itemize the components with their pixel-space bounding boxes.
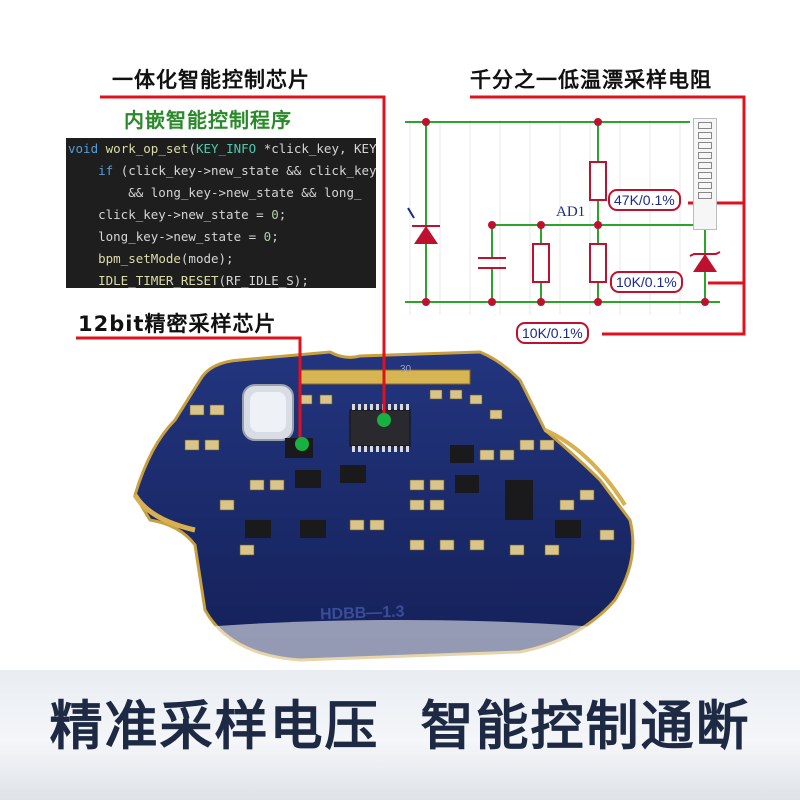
banner-right-text: 智能控制通断: [420, 696, 751, 757]
pcb-board: HDBB—1.3 30: [132, 350, 635, 662]
banner-left-text: 精准采样电压: [49, 696, 380, 757]
main-control-ic: [349, 404, 411, 452]
smd-components: [184, 389, 615, 556]
resistor-value-right: 10K/0.1%: [610, 271, 683, 293]
code-line: if (click_key->new_state && click_key-: [98, 163, 376, 178]
toolbar-tool-icon[interactable]: [698, 132, 712, 139]
code-line: void work_op_set(KEY_INFO *click_key, KE…: [68, 141, 376, 156]
leader-lines: [76, 95, 746, 444]
schematic-toolbar: [693, 118, 717, 230]
toolbar-tool-icon[interactable]: [698, 122, 712, 129]
integrated-chip-label: 一体化智能控制芯片: [112, 68, 310, 92]
embedded-program-label: 内嵌智能控制程序: [124, 108, 292, 132]
code-line: && long_key->new_state && long_: [68, 185, 362, 200]
toolbar-tool-icon[interactable]: [698, 162, 712, 169]
toolbar-tool-icon[interactable]: [698, 152, 712, 159]
toolbar-tool-icon[interactable]: [698, 142, 712, 149]
resistor-value-top: 47K/0.1%: [608, 189, 681, 211]
adc-marker-dot: [295, 437, 309, 451]
resistor-value-bottom: 10K/0.1%: [516, 322, 589, 344]
banner-headline: 精准采样电压 智能控制通断: [0, 684, 800, 760]
bottom-banner: [0, 670, 800, 800]
code-line: bpm_setMode(mode);: [98, 251, 234, 266]
code-line: click_key->new_state = 0;: [68, 207, 287, 222]
toolbar-tool-icon[interactable]: [698, 182, 712, 189]
code-snippet: void work_op_set(KEY_INFO *click_key, KE…: [66, 138, 376, 288]
crystal-oscillator: [242, 384, 294, 441]
code-line: IDLE_TIMER_RESET(RF_IDLE_S);: [98, 273, 309, 288]
toolbar-tool-icon[interactable]: [698, 172, 712, 179]
board-mark-30: 30: [400, 364, 412, 375]
ic-marker-dot: [377, 413, 391, 427]
code-line: long_key->new_state = 0;: [68, 229, 279, 244]
resistor-label: 千分之一低温漂采样电阻: [470, 68, 712, 92]
toolbar-tool-icon[interactable]: [698, 192, 712, 199]
schematic-diagram: [405, 118, 721, 315]
net-label-ad1: AD1: [556, 204, 586, 220]
board-silkscreen: HDBB—1.3: [320, 603, 405, 623]
adc-chip-label: 12bit精密采样芯片: [78, 312, 277, 336]
